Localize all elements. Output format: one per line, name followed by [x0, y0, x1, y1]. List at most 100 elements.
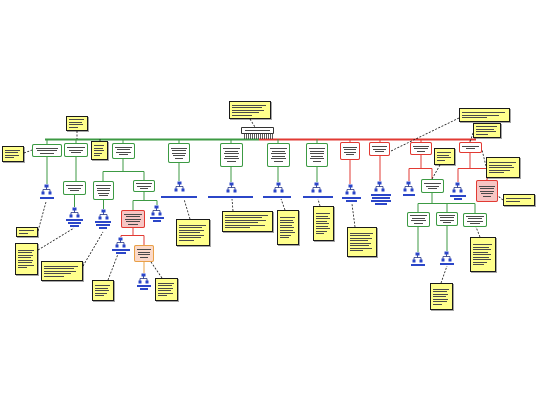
subtopic[interactable]	[63, 181, 86, 195]
text-line	[97, 192, 110, 194]
callout-note[interactable]	[313, 206, 334, 241]
red-subtree-connector	[120, 228, 145, 245]
text-line	[413, 222, 424, 224]
text-line	[172, 150, 186, 151]
subtopic[interactable]	[134, 245, 154, 262]
icon-caption	[207, 196, 254, 198]
text-line	[232, 114, 252, 116]
text-line	[371, 200, 391, 202]
callout-note[interactable]	[155, 278, 178, 301]
note-connector	[23, 117, 504, 284]
text-line	[173, 155, 185, 156]
text-line	[67, 222, 82, 224]
callout-note[interactable]	[470, 237, 496, 272]
text-line	[481, 193, 493, 194]
callout-note[interactable]	[222, 211, 273, 232]
text-line	[158, 292, 173, 294]
text-line	[118, 154, 129, 156]
text-line	[99, 195, 108, 196]
subtopic[interactable]	[463, 213, 487, 227]
text-line	[480, 188, 494, 189]
callout-note[interactable]	[91, 141, 108, 160]
subtopic[interactable]	[121, 210, 145, 228]
main-topic[interactable]	[306, 143, 328, 167]
callout-note[interactable]	[434, 148, 455, 165]
callout-note[interactable]	[277, 210, 299, 245]
text-line	[413, 145, 429, 147]
central-topic[interactable]	[241, 127, 274, 134]
text-line	[316, 223, 330, 224]
text-line	[179, 239, 195, 241]
subtopic[interactable]	[436, 212, 458, 226]
main-topic[interactable]	[410, 142, 432, 155]
text-line	[467, 218, 483, 220]
central-topic-note[interactable]	[229, 101, 271, 119]
text-line	[171, 152, 187, 154]
main-topic[interactable]	[267, 143, 290, 167]
text-line	[68, 149, 84, 151]
text-line	[225, 224, 265, 226]
text-line	[280, 219, 294, 221]
text-line	[433, 291, 447, 292]
main-topic[interactable]	[340, 142, 360, 160]
text-line	[179, 229, 205, 231]
text-line	[140, 288, 148, 290]
text-line	[316, 218, 330, 219]
text-line	[439, 214, 455, 216]
callout-note[interactable]	[473, 123, 501, 138]
text-line	[433, 303, 443, 305]
callout-note[interactable]	[66, 116, 88, 131]
callout-note[interactable]	[503, 194, 535, 206]
main-topic[interactable]	[220, 143, 243, 167]
text-line	[208, 196, 253, 198]
callout-note[interactable]	[430, 283, 453, 310]
text-line	[95, 287, 109, 289]
text-line	[226, 160, 237, 162]
text-line	[489, 167, 515, 168]
text-line	[244, 130, 271, 131]
callout-note[interactable]	[16, 227, 38, 237]
text-line	[224, 150, 239, 152]
callout-note[interactable]	[176, 219, 210, 246]
text-line	[316, 213, 331, 214]
text-line	[470, 223, 480, 225]
sitemap-icon	[311, 182, 322, 193]
sitemap-icon	[273, 182, 284, 193]
sitemap-icon	[151, 205, 162, 216]
main-topic[interactable]	[369, 142, 390, 156]
main-topic[interactable]	[459, 142, 482, 153]
text-line	[350, 242, 372, 244]
text-line	[506, 198, 531, 200]
main-topic[interactable]	[112, 143, 135, 159]
text-line	[316, 225, 328, 227]
subtopic[interactable]	[133, 180, 155, 192]
text-line	[425, 185, 440, 187]
main-topic[interactable]	[32, 144, 62, 157]
text-line	[350, 250, 364, 252]
callout-note[interactable]	[92, 280, 114, 301]
text-line	[437, 154, 450, 156]
subtopic[interactable]	[421, 179, 444, 193]
main-topic[interactable]	[168, 143, 190, 163]
subtopic[interactable]	[476, 180, 498, 202]
text-line	[139, 188, 149, 189]
callout-note[interactable]	[486, 157, 520, 178]
callout-note[interactable]	[2, 146, 24, 162]
text-line	[410, 215, 427, 217]
text-line	[116, 252, 126, 254]
text-line	[69, 119, 85, 121]
text-line	[343, 151, 357, 153]
text-line	[158, 290, 171, 292]
text-line	[95, 295, 104, 296]
text-line	[69, 121, 83, 123]
subtopic[interactable]	[93, 181, 114, 200]
callout-note[interactable]	[15, 243, 38, 275]
sitemap-icon	[41, 184, 52, 195]
callout-note[interactable]	[41, 261, 83, 281]
callout-note[interactable]	[347, 227, 377, 257]
callout-note[interactable]	[459, 108, 510, 122]
main-topic[interactable]	[64, 143, 88, 157]
text-line	[280, 232, 295, 233]
subtopic[interactable]	[407, 212, 430, 227]
